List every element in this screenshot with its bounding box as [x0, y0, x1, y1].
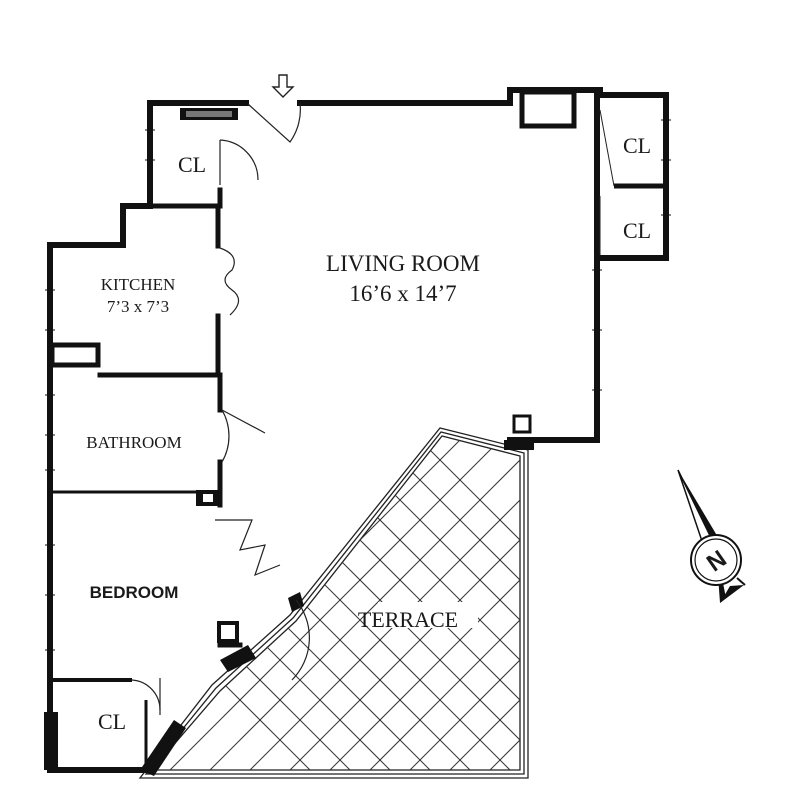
walls	[47, 87, 669, 773]
windows	[45, 119, 671, 651]
closet-upper-right-label: CL	[623, 133, 651, 158]
living-room-name: LIVING ROOM	[326, 251, 480, 276]
closet-entry-label: CL	[178, 152, 206, 177]
closet-lower-right-label: CL	[623, 218, 651, 243]
kitchen-name: KITCHEN	[101, 275, 176, 294]
closet-bedroom-label: CL	[98, 709, 126, 734]
doors	[131, 102, 615, 715]
room-labels: LIVING ROOM 16’6 x 14’7 KITCHEN 7’3 x 7’…	[86, 133, 651, 734]
bedroom-name: BEDROOM	[90, 583, 179, 602]
terrace-label-backing	[378, 602, 478, 628]
living-room-size: 16’6 x 14’7	[349, 281, 456, 306]
kitchen-size: 7’3 x 7’3	[107, 297, 169, 316]
terrace-name: TERRACE	[358, 607, 458, 632]
entry-arrow-icon	[271, 74, 295, 98]
columns	[44, 89, 577, 776]
compass-icon: N	[677, 469, 746, 603]
bathroom-name: BATHROOM	[86, 433, 181, 452]
